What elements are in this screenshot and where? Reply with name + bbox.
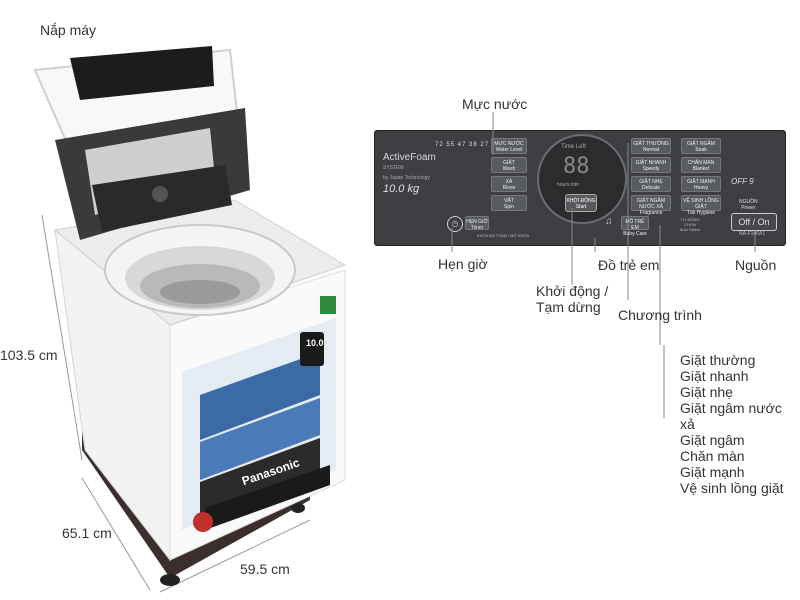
wash-btn-label-en: Wash xyxy=(502,166,516,172)
prog-delicate-label: GIẶT NHẸ xyxy=(639,179,663,185)
callout-water-level: Mực nước xyxy=(462,96,528,112)
baby-btn-label: ĐỒ TRẺ EM xyxy=(625,219,645,231)
auto-select-label: TỰ ĐỘNG CHỌN Auto Select xyxy=(675,217,705,232)
machine-kg-badge: 10.0 xyxy=(306,338,324,348)
panel-brand-sub2: by Japan Technology xyxy=(383,175,430,181)
program-blanket-button[interactable]: CHĂN MÀN Blanket xyxy=(681,157,721,173)
prog-speedy-label: GIẶT NHANH xyxy=(635,160,667,166)
auto-select-text: TỰ ĐỘNG CHỌN xyxy=(680,217,700,227)
rinse-btn-label: XẢ xyxy=(505,179,513,185)
program-normal-button[interactable]: GIẶT THƯỜNG Normal xyxy=(631,138,671,154)
power-button[interactable]: Off / On xyxy=(731,213,777,231)
program-item: Vệ sinh lồng giặt xyxy=(680,480,784,496)
spin-button[interactable]: VẮT Spin xyxy=(491,195,527,211)
rinse-btn-label-en: Rinse xyxy=(502,185,516,191)
program-tub-hygiene-button[interactable]: VỆ SINH LỒNG GIẶT Tub Hygiene xyxy=(681,195,721,216)
panel-capacity: 10.0 kg xyxy=(383,183,420,195)
dimension-width: 59.5 cm xyxy=(240,561,290,577)
program-item: Giặt thường xyxy=(680,352,756,368)
prog-blanket-label-en: Blanket xyxy=(692,166,710,172)
prog-delicate-label-en: Delicate xyxy=(641,185,661,191)
program-delicate-button[interactable]: GIẶT NHẸ Delicate xyxy=(631,176,671,192)
prog-heavy-label-en: Heavy xyxy=(693,185,709,191)
water-level-indicators: 72 55 47 38 27 14 xyxy=(435,142,501,148)
prog-speedy-label-en: Speedy xyxy=(642,166,660,172)
timer-btn-label-en: Timer xyxy=(470,225,484,231)
program-heavy-button[interactable]: GIẶT MẠNH Heavy xyxy=(681,176,721,192)
time-display: 88 xyxy=(563,154,590,179)
panel-brand-name: ActiveFoam xyxy=(383,152,436,163)
program-item: Giặt mạnh xyxy=(680,464,745,480)
power-text: NGUỒN xyxy=(739,199,758,205)
start-btn-label: KHỞI ĐỘNG xyxy=(566,198,596,204)
child-lock-label: KHÓA AN TOÀN / MỞ KHÓA xyxy=(477,233,530,238)
prog-soak-label: GIẶT NGÂM xyxy=(687,141,715,147)
baby-care-icon: ♫ xyxy=(605,216,613,227)
spin-btn-label: VẮT xyxy=(504,198,514,204)
rinse-button[interactable]: XẢ Rinse xyxy=(491,176,527,192)
time-left-label: Time Left xyxy=(561,144,586,150)
program-soak-button[interactable]: GIẶT NGÂM Soak xyxy=(681,138,721,154)
water-level-btn-label: MỰC NƯỚC xyxy=(494,141,524,147)
timer-btn-label: HẸN GIỜ xyxy=(466,219,488,225)
callout-baby-clothes: Đồ trẻ em xyxy=(598,257,660,273)
program-item: Giặt nhanh xyxy=(680,368,749,384)
power-label: NGUỒN Power xyxy=(739,199,758,211)
water-level-button[interactable]: MỰC NƯỚC Water Level xyxy=(491,138,527,154)
prog-rinse-soak-label: GIẶT NGÂM NƯỚC XẢ xyxy=(637,198,665,210)
panel-brand-sub: SYSTEM xyxy=(383,165,404,171)
prog-soak-label-en: Soak xyxy=(695,147,707,153)
baby-btn-label-en: Baby Care xyxy=(623,231,647,237)
callout-start-pause-1: Khởi động / xyxy=(536,283,609,299)
program-item: Giặt ngâm xyxy=(680,432,745,448)
spin-btn-label-en: Spin xyxy=(503,204,514,210)
wash-btn-label: GIẶT xyxy=(503,160,515,166)
start-pause-button[interactable]: KHỞI ĐỘNG Start xyxy=(565,194,597,212)
auto-off-num: 9 xyxy=(749,177,754,186)
model-number: NA-F100A1 xyxy=(739,231,766,237)
callout-start-pause-2: Tạm dừng xyxy=(536,299,601,315)
callout-timer: Hẹn giờ xyxy=(438,256,488,272)
prog-tub-label-en: Tub Hygiene xyxy=(686,210,716,216)
callout-power: Nguồn xyxy=(735,257,777,273)
callout-lid: Nắp máy xyxy=(40,22,97,38)
control-panel: ActiveFoam SYSTEM by Japan Technology 10… xyxy=(374,130,786,246)
callout-program: Chương trình xyxy=(618,307,702,323)
program-speedy-button[interactable]: GIẶT NHANH Speedy xyxy=(631,157,671,173)
power-text-en: Power xyxy=(741,205,756,211)
prog-normal-label: GIẶT THƯỜNG xyxy=(633,141,669,147)
timer-clock-icon: ◷ xyxy=(447,216,463,232)
program-list: Giặt thường Giặt nhanh Giặt nhẹ Giặt ngâ… xyxy=(680,352,800,496)
prog-rinse-soak-label-en: Fragrance xyxy=(639,210,663,216)
program-item: Giặt nhẹ xyxy=(680,384,733,400)
prog-blanket-label: CHĂN MÀN xyxy=(687,160,715,166)
prog-tub-label: VỆ SINH LỒNG GIẶT xyxy=(683,198,719,210)
panel-brand: ActiveFoam SYSTEM by Japan Technology xyxy=(383,153,436,183)
auto-off-text: OFF xyxy=(731,177,747,186)
dimension-depth: 65.1 cm xyxy=(62,525,112,541)
timer-button[interactable]: HẸN GIỜ Timer xyxy=(465,216,489,231)
auto-select-text-en: Auto Select xyxy=(679,227,701,232)
dimension-height: 103.5 cm xyxy=(0,347,58,363)
prog-normal-label-en: Normal xyxy=(642,147,660,153)
program-item: Chăn màn xyxy=(680,448,745,464)
program-item: Giặt ngâm nước xả xyxy=(680,400,782,432)
wash-button[interactable]: GIẶT Wash xyxy=(491,157,527,173)
auto-off-badge: OFF 9 xyxy=(731,177,754,186)
start-btn-label-en: Start xyxy=(575,204,587,210)
program-rinse-soak-button[interactable]: GIẶT NGÂM NƯỚC XẢ Fragrance xyxy=(631,195,671,216)
prog-heavy-label: GIẶT MẠNH xyxy=(687,179,715,185)
water-level-btn-label-en: Water Level xyxy=(495,147,523,153)
hours-min-label: hours min xyxy=(557,182,579,188)
